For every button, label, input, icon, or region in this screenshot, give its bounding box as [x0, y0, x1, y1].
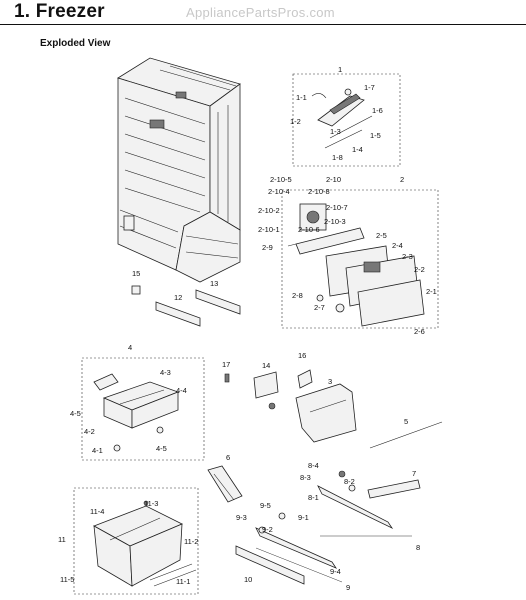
callout-3: 3	[328, 377, 332, 386]
callout-9-5: 9-5	[260, 501, 271, 510]
callout-2-10-3: 2-10-3	[324, 217, 346, 226]
callout-8-4: 8-4	[308, 461, 319, 470]
part-9-slide	[255, 512, 343, 583]
part-1-assembly	[311, 88, 373, 149]
callout-1: 1	[338, 65, 342, 74]
callout-1-5: 1-5	[370, 131, 381, 140]
part-6-panel	[207, 465, 243, 503]
callout-9: 9	[346, 583, 350, 592]
callout-1-3: 1-3	[330, 127, 341, 136]
callout-10: 10	[244, 575, 252, 584]
callout-9-2: 9-2	[262, 525, 273, 534]
callout-2: 2	[400, 175, 404, 184]
part-16-clip	[297, 369, 313, 389]
callout-4-4: 4-4	[176, 386, 187, 395]
part-13-rail	[195, 289, 241, 315]
callout-17: 17	[222, 360, 230, 369]
callout-13: 13	[210, 279, 218, 288]
callout-14: 14	[262, 361, 270, 370]
callout-2-10: 2-10	[326, 175, 341, 184]
callout-2-10-7: 2-10-7	[326, 203, 348, 212]
part-4-basket	[93, 373, 180, 452]
callout-2-7: 2-7	[314, 303, 325, 312]
callout-1-7: 1-7	[364, 83, 375, 92]
part-7-rail	[367, 479, 421, 499]
callout-6: 6	[226, 453, 230, 462]
callout-2-4: 2-4	[392, 241, 403, 250]
page-title: 1. Freezer	[14, 1, 105, 22]
freezer-cabinet	[117, 57, 241, 283]
callout-4-3: 4-3	[160, 368, 171, 377]
callout-1-4: 1-4	[352, 145, 363, 154]
callout-2-6: 2-6	[414, 327, 425, 336]
callout-1-8: 1-8	[332, 153, 343, 162]
part-11-basket	[93, 500, 197, 587]
part-3-cover	[295, 383, 357, 443]
callout-11-2: 11-2	[184, 537, 198, 546]
callout-2-2: 2-2	[414, 265, 425, 274]
part-5-rod	[369, 421, 443, 449]
part-14-bracket	[253, 371, 279, 410]
callout-4: 4	[128, 343, 132, 352]
callout-12: 12	[174, 293, 182, 302]
callout-8: 8	[416, 543, 420, 552]
callout-2-9: 2-9	[262, 243, 273, 252]
callout-9-4: 9-4	[330, 567, 341, 576]
callout-11-5: 11-5	[60, 575, 74, 584]
callout-4-5b: 4-5	[156, 444, 167, 453]
callout-2-10-1: 2-10-1	[258, 225, 280, 234]
callout-16: 16	[298, 351, 306, 360]
callout-2-10-4: 2-10-4	[268, 187, 290, 196]
group-2-box	[281, 189, 439, 329]
callout-4-5a: 4-5	[70, 409, 81, 418]
part-10-rail	[235, 545, 305, 585]
callout-11-1: 11-1	[176, 577, 190, 586]
callout-15: 15	[132, 269, 140, 278]
callout-2-3: 2-3	[402, 252, 413, 261]
callout-9-3: 9-3	[236, 513, 247, 522]
callout-2-10-8: 2-10-8	[308, 187, 330, 196]
callout-7: 7	[412, 469, 416, 478]
callout-2-8: 2-8	[292, 291, 303, 300]
callout-4-2: 4-2	[84, 427, 95, 436]
part-15-clip	[131, 285, 141, 295]
callout-8-1: 8-1	[308, 493, 319, 502]
callout-2-10-6: 2-10-6	[298, 225, 320, 234]
callout-11-4: 11-4	[90, 507, 104, 516]
part-8-slide	[317, 470, 412, 537]
callout-1-6: 1-6	[372, 106, 383, 115]
part-2-assembly	[287, 203, 425, 327]
callout-2-10-5: 2-10-5	[270, 175, 292, 184]
group-1-box	[292, 73, 401, 167]
callout-8-3: 8-3	[300, 473, 311, 482]
callout-2-1: 2-1	[426, 287, 437, 296]
callout-5: 5	[404, 417, 408, 426]
watermark-text: AppliancePartsPros.com	[186, 5, 335, 20]
callout-1-2: 1-2	[290, 117, 301, 126]
part-17-screw	[224, 373, 230, 383]
title-rule	[0, 24, 526, 25]
callout-8-2: 8-2	[344, 477, 355, 486]
group-4-box	[81, 357, 205, 461]
callout-2-5: 2-5	[376, 231, 387, 240]
callout-11-3: 11-3	[144, 499, 158, 508]
part-12-rail	[155, 301, 201, 327]
callout-9-1: 9-1	[298, 513, 309, 522]
diagram-subtitle: Exploded View	[40, 38, 111, 49]
callout-1-1: 1-1	[296, 93, 307, 102]
group-11-box	[73, 487, 199, 595]
callout-2-10-2: 2-10-2	[258, 206, 280, 215]
callout-11: 11	[58, 535, 66, 544]
callout-4-1: 4-1	[92, 446, 103, 455]
